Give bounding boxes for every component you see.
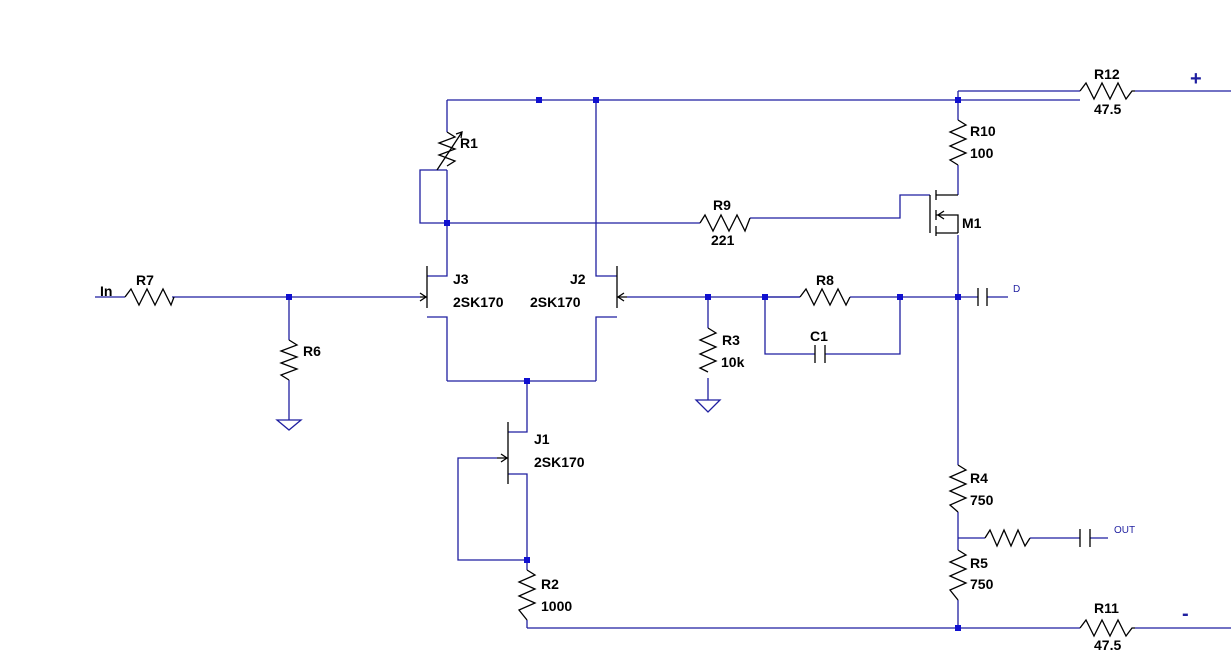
junction-dot	[536, 97, 542, 103]
r6-name: R6	[303, 343, 321, 359]
r1-name: R1	[460, 135, 478, 151]
jfet-j2	[616, 266, 627, 308]
resistor-out	[984, 528, 1031, 548]
r7-name: R7	[136, 272, 154, 288]
rheostat-arrow-icon	[436, 131, 463, 171]
r11-value: 47.5	[1094, 637, 1121, 651]
j2-name: J2	[570, 271, 586, 287]
r4-name: R4	[970, 470, 988, 486]
j3-name: J3	[453, 271, 469, 287]
resistor-r7	[124, 287, 175, 307]
junction-dot	[286, 294, 292, 300]
j3-value: 2SK170	[453, 294, 504, 310]
r11-name: R11	[1094, 600, 1119, 616]
junction-dot	[705, 294, 711, 300]
r10-name: R10	[970, 123, 996, 139]
resistor-r9	[699, 213, 751, 233]
r2-name: R2	[541, 576, 559, 592]
r5-name: R5	[970, 555, 988, 571]
d-net-label: D	[1013, 284, 1020, 295]
j1-value: 2SK170	[534, 454, 585, 470]
wires	[95, 90, 1231, 629]
resistor-symbols	[124, 81, 1135, 638]
junction-dot	[955, 625, 961, 631]
r3-value: 10k	[721, 354, 745, 370]
capacitor-symbols	[814, 288, 1091, 547]
r2-value: 1000	[541, 598, 572, 614]
resistor-r11	[1079, 618, 1135, 638]
resistor-r3	[698, 327, 718, 373]
r8-name: R8	[816, 272, 834, 288]
gate-arrow-icon	[616, 292, 625, 302]
m1-name: M1	[962, 215, 982, 231]
gate-arrow-icon	[419, 292, 428, 302]
junction-dot	[955, 97, 961, 103]
junction-dot	[444, 220, 450, 226]
ground-icon	[694, 399, 722, 413]
resistor-r4	[948, 464, 968, 513]
c1-name: C1	[810, 328, 828, 344]
capacitor-c1	[814, 345, 826, 363]
j1-name: J1	[534, 431, 550, 447]
resistor-r2	[517, 569, 537, 621]
gate-arrow-icon	[500, 453, 509, 463]
junction-dot	[524, 378, 530, 384]
r12-value: 47.5	[1094, 101, 1121, 117]
resistor-r1	[437, 131, 457, 167]
ground-symbols	[275, 399, 722, 431]
resistor-r6	[279, 339, 299, 381]
r5-value: 750	[970, 576, 994, 592]
j2-value: 2SK170	[530, 294, 581, 310]
jfet-j1	[497, 422, 509, 484]
minus-rail-label: -	[1182, 603, 1189, 625]
junction-dot	[524, 557, 530, 563]
capacitor-d	[977, 288, 988, 306]
resistor-r5	[948, 549, 968, 601]
r4-value: 750	[970, 492, 994, 508]
out-net-label: OUT	[1114, 525, 1135, 536]
r10-value: 100	[970, 145, 994, 161]
junction-dot	[593, 97, 599, 103]
junction-dots	[286, 97, 961, 631]
ground-icon	[275, 419, 303, 431]
r9-value: 221	[711, 232, 735, 248]
labels: + - In D OUT R12 47.5 R11 47.5 R1 R10 10…	[100, 66, 1202, 651]
body-arrow-icon	[936, 210, 945, 220]
jfet-j3	[420, 266, 428, 308]
junction-dot	[762, 294, 768, 300]
mosfet-m1	[929, 190, 959, 236]
resistor-r12	[1079, 81, 1135, 101]
resistor-r8	[799, 287, 851, 307]
r9-name: R9	[713, 197, 731, 213]
junction-dot	[897, 294, 903, 300]
jfet-symbols	[419, 266, 627, 484]
input-net-label: In	[100, 283, 112, 299]
capacitor-out	[1079, 529, 1091, 547]
resistor-r10	[948, 119, 968, 166]
r3-name: R3	[722, 332, 740, 348]
junction-dot	[955, 294, 961, 300]
r12-name: R12	[1094, 66, 1120, 82]
plus-rail-label: +	[1190, 68, 1202, 90]
